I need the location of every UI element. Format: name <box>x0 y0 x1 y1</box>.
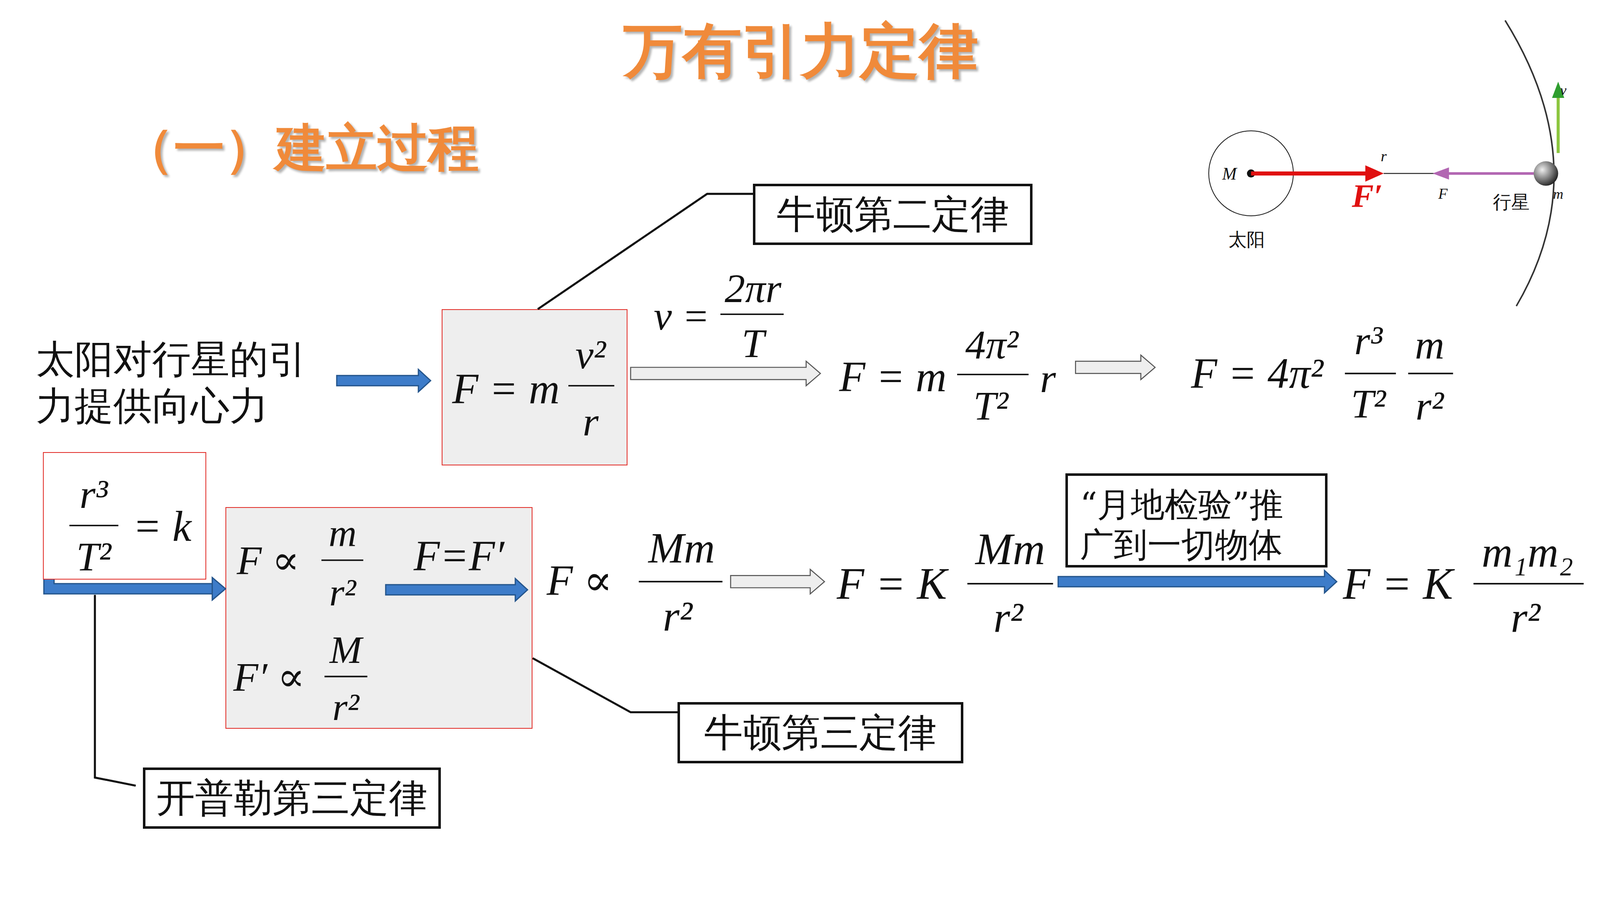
formula-text: T² <box>1350 383 1386 425</box>
formula-text: 2πr <box>724 268 782 310</box>
hollow-arrow <box>630 361 821 386</box>
formula-text: v = <box>653 295 710 337</box>
fraction-bar <box>957 373 1029 376</box>
fraction-bar <box>321 559 363 562</box>
formula-text: r³ <box>1354 320 1383 362</box>
radius-line <box>1383 172 1536 174</box>
formula-text: r² <box>662 595 693 638</box>
leader-line <box>537 193 754 310</box>
fraction-bar <box>69 524 119 527</box>
formula-text: m <box>328 514 357 553</box>
block-arrow-connector <box>49 577 226 600</box>
block-arrow <box>336 369 431 393</box>
leader-line <box>95 595 136 786</box>
formula-box: F ∝ m r² F=F′ F′ ∝ Mr² <box>225 507 533 729</box>
fraction-bar <box>1473 582 1584 585</box>
formula-text: 4π² <box>965 324 1019 366</box>
formula-text: F = m <box>839 355 947 398</box>
formula-text: T <box>741 323 765 365</box>
formula-text: F = K <box>1342 561 1453 607</box>
box-text: 牛顿第三定律 <box>680 704 961 761</box>
formula-text: r² <box>1510 595 1541 639</box>
arrow-head <box>1432 167 1449 180</box>
sun-center <box>1247 169 1256 178</box>
formula-text: = k <box>132 505 192 548</box>
formula-text: Mm <box>975 526 1046 572</box>
hollow-arrow <box>1075 355 1155 380</box>
fraction-bar <box>1408 372 1454 375</box>
diagram-label: 行星 <box>1492 192 1530 212</box>
formula-text: r² <box>993 595 1023 639</box>
formula-text: r <box>582 401 599 443</box>
diagram-label: v <box>1560 82 1567 97</box>
box-text: “月地检验”推 广到一切物体 <box>1080 485 1325 565</box>
premise-text: 太阳对行星的引 力提供向心力 <box>35 335 332 430</box>
formula-text: M <box>329 630 363 670</box>
diagram-label: r <box>1380 148 1387 164</box>
formula-text: r² <box>1415 385 1444 427</box>
fraction-bar <box>568 385 615 387</box>
formula-text: v² <box>575 334 606 376</box>
block-arrow <box>385 578 528 602</box>
fraction-bar <box>638 580 723 583</box>
diagram-label: m <box>1552 186 1564 201</box>
arrow-shaft <box>49 579 214 589</box>
formula-text: T² <box>76 536 112 578</box>
box-text: 牛顿第二定律 <box>755 186 1030 243</box>
law-callout: 牛顿第三定律 <box>677 702 964 764</box>
hollow-arrow <box>730 569 825 595</box>
formula-text: F=F′ <box>413 534 505 578</box>
arrow-head <box>1365 165 1384 182</box>
formula-box: F = m v² r <box>441 309 628 466</box>
force-label: F′ <box>1351 179 1383 213</box>
formula-text: F ∝ <box>546 559 613 603</box>
formula-text: T² <box>973 385 1009 427</box>
formula-text: F = K <box>836 561 947 607</box>
formula-text: F ∝ <box>236 540 300 582</box>
orbit-arc <box>1505 20 1554 307</box>
leader-line <box>537 193 754 310</box>
arrow-head <box>1552 81 1565 98</box>
law-callout: 牛顿第二定律 <box>752 183 1033 245</box>
formula-text: M <box>1222 165 1237 184</box>
formula-text: F = 4π² <box>1190 352 1323 395</box>
section-heading: （一）建立过程 <box>122 122 479 174</box>
box-text: 开普勒第三定律 <box>145 770 439 827</box>
diagram-label: F <box>1438 186 1448 202</box>
velocity-arrow <box>1556 97 1560 154</box>
formula-text: m <box>1415 324 1445 366</box>
formula-text: F′ ∝ <box>233 657 305 698</box>
formula-text: r³ <box>79 474 108 515</box>
arrow-head <box>212 577 226 600</box>
arrow-outline <box>49 579 214 589</box>
fraction-bar <box>967 582 1054 585</box>
fraction-bar <box>1345 372 1396 375</box>
fraction-bar <box>720 313 784 315</box>
planet <box>1533 161 1559 186</box>
sun-circle: M太阳 <box>1208 130 1295 217</box>
fraction-bar <box>324 675 368 678</box>
formula-box: r³ T² = k <box>42 452 207 580</box>
formula-text: r² <box>329 573 356 613</box>
box-text: 太阳 <box>1228 230 1265 249</box>
slide-title: 万有引力定律 <box>623 21 979 81</box>
leader-line <box>532 658 678 713</box>
block-arrow <box>1058 570 1338 593</box>
formula-text: Mm <box>648 526 715 570</box>
formula-text: F = m <box>452 367 560 410</box>
fraction-bars <box>69 314 1584 677</box>
law-callout: 开普勒第三定律 <box>142 767 441 829</box>
leader-line <box>532 658 678 713</box>
note-box: “月地检验”推 广到一切物体 <box>1065 473 1328 568</box>
force-arrow <box>1250 171 1368 176</box>
formula-text: m₁m₂ <box>1481 530 1574 574</box>
formula-text: r² <box>332 687 360 727</box>
formula-text: r <box>1040 358 1056 400</box>
force-arrow <box>1447 172 1535 175</box>
